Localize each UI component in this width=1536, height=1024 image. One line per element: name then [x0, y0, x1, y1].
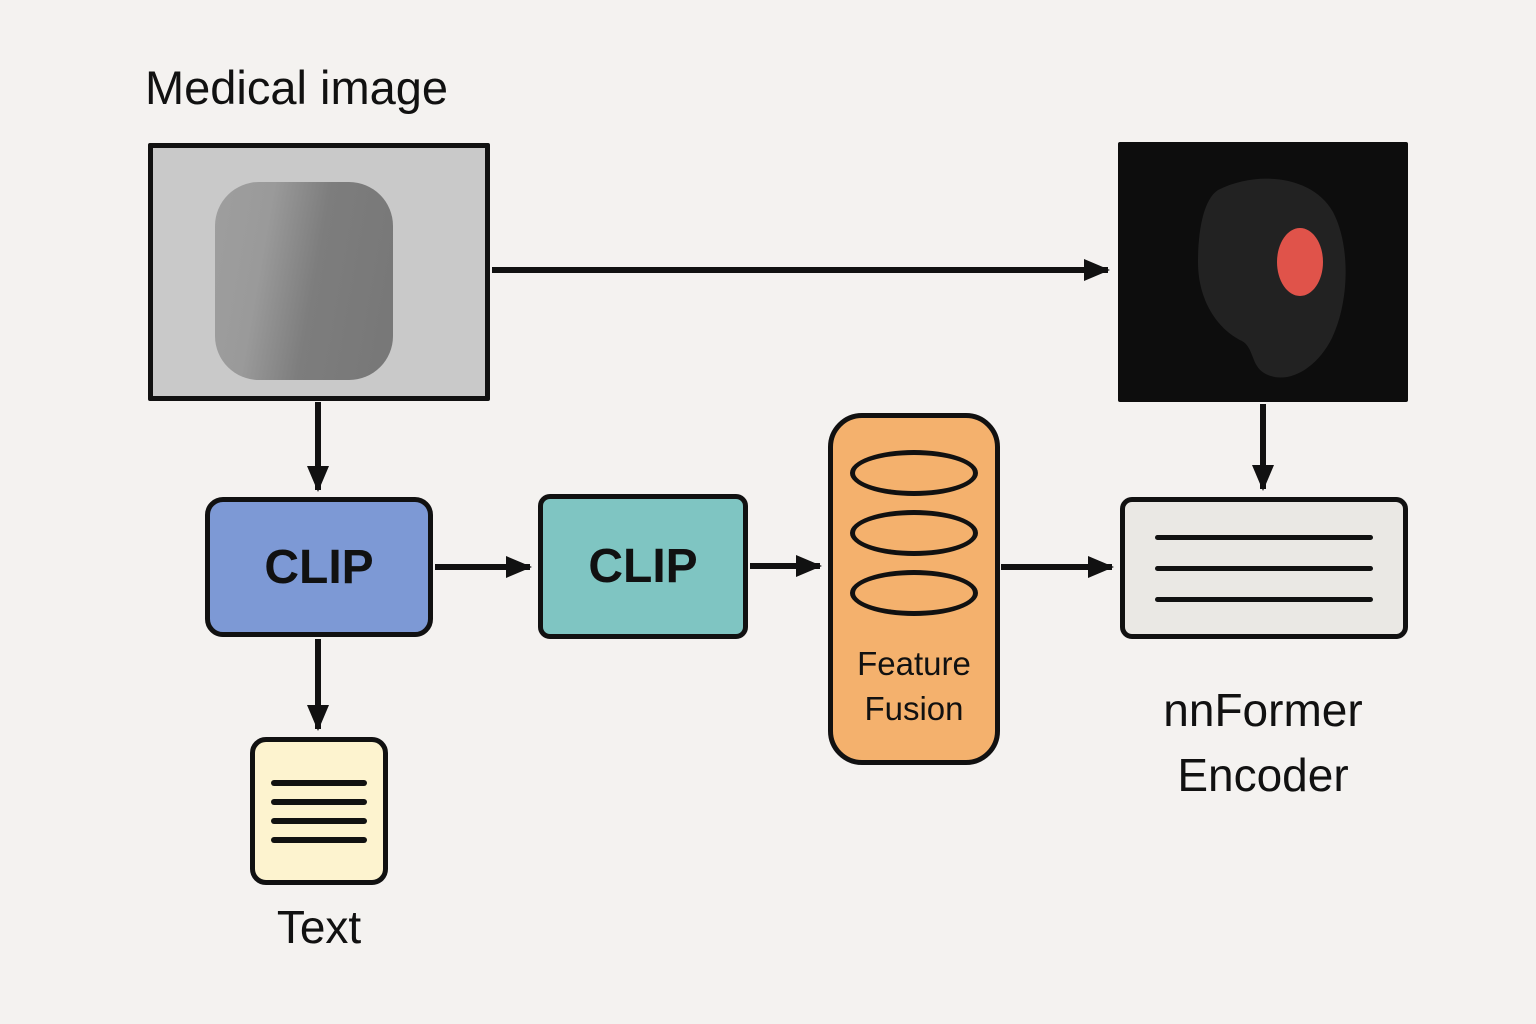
- ct-scan-region: [215, 182, 393, 380]
- medical-image-label: Medical image: [145, 61, 449, 114]
- encoder-layer-line: [1155, 565, 1373, 571]
- clip-node-right: CLIP: [538, 494, 748, 639]
- text-label: Text: [276, 901, 362, 953]
- lesion-highlight: [1277, 228, 1323, 296]
- feature-fusion-label: Feature Fusion: [857, 645, 971, 727]
- nnformer-encoder-label: nnFormer Encoder: [1163, 684, 1363, 802]
- text-line: [271, 779, 367, 786]
- text-line: [271, 798, 367, 805]
- lung-shape: [1198, 178, 1346, 378]
- segmentation-node: [1118, 142, 1408, 402]
- encoder-layer-line: [1155, 534, 1373, 540]
- nnformer-encoder-node: [1120, 497, 1408, 639]
- encoder-layer-line: [1155, 596, 1373, 602]
- clip-node-left: CLIP: [205, 497, 433, 637]
- medical-image-node: [148, 143, 490, 401]
- lung-segmentation-graphic: [1198, 178, 1346, 378]
- text-document-node: [250, 737, 388, 885]
- clip-left-label: CLIP: [264, 540, 374, 594]
- text-line: [271, 817, 367, 824]
- text-line: [271, 836, 367, 843]
- feature-token-ellipse: [850, 570, 978, 616]
- feature-token-ellipse: [850, 510, 978, 556]
- clip-right-label: CLIP: [588, 540, 698, 593]
- feature-token-ellipse: [850, 450, 978, 496]
- feature-fusion-node: Feature Fusion: [828, 413, 1000, 765]
